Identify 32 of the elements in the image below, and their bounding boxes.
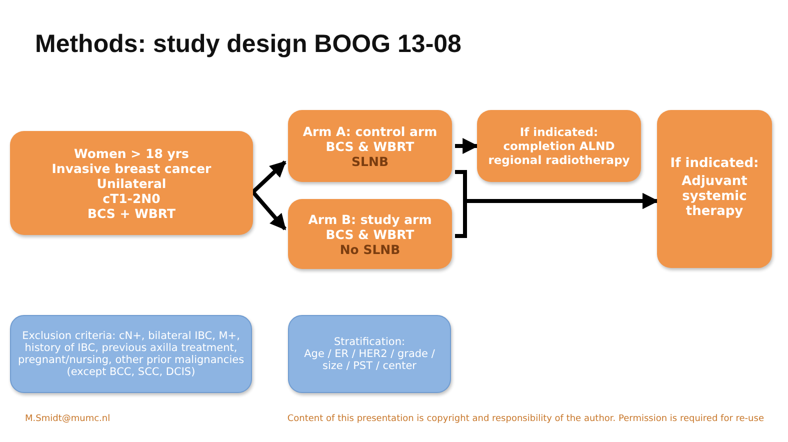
box-text: Stratification:	[334, 336, 406, 348]
box-text: Adjuvant systemic therapy	[680, 174, 748, 219]
info-box	[288, 315, 451, 393]
box-text: cT1-2N0	[102, 190, 160, 206]
box-text: regional radiotherapy	[488, 153, 630, 167]
process-box	[288, 110, 452, 182]
process-box	[477, 110, 641, 182]
box-text: Arm A: control arm	[302, 124, 438, 138]
box-text: No SLNB	[340, 242, 400, 256]
box-text: BCS & WBRT	[326, 138, 414, 154]
arrow	[251, 190, 287, 230]
contact-email: M.Smidt@mumc.nl	[25, 414, 110, 424]
process-box	[657, 110, 772, 268]
box-text: Exclusion criteria: cN+, bilateral IBC, M+, history of IBC, previous axilla treatment, pregnant/nursing, other prior malignancies (except BCC, SCC, DCIS)	[17, 330, 245, 378]
process-box	[288, 199, 452, 269]
slide-title: Methods: study design BOOG 13-08	[35, 30, 462, 59]
box-text: Arm B: study arm	[308, 212, 432, 226]
box-text: BCS & WBRT	[326, 226, 414, 242]
box-text: completion ALND	[503, 139, 615, 153]
box-text: BCS + WBRT	[87, 206, 176, 220]
box-text: If indicated:	[520, 125, 598, 139]
box-text: Unilateral	[96, 176, 166, 190]
arrow	[252, 160, 286, 194]
arrow	[455, 138, 479, 154]
info-box	[10, 315, 252, 393]
box-text: Invasive breast cancer	[52, 160, 212, 176]
box-text: SLNB	[352, 154, 388, 168]
process-box	[10, 131, 253, 235]
box-text: Women > 18 yrs	[74, 146, 189, 160]
box-text: Age / ER / HER2 / grade / size / PST / center	[303, 348, 436, 372]
copyright-note: Content of this presentation is copyright and responsibility of the author. Permission is required for re-use	[287, 414, 764, 424]
box-text: If indicated:	[670, 156, 759, 171]
